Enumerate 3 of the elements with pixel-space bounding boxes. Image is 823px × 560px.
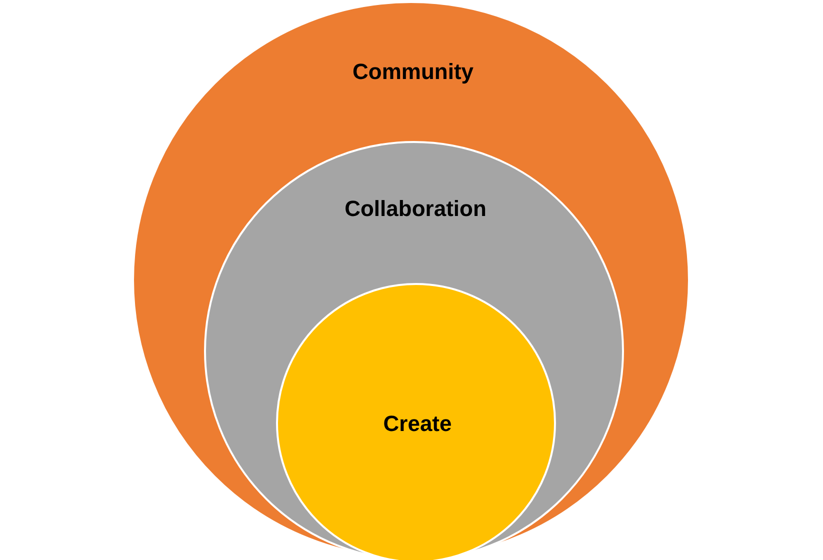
circle-label: Community xyxy=(352,60,474,84)
circle-label: Collaboration xyxy=(344,196,486,222)
circle-label: Create xyxy=(383,412,452,436)
